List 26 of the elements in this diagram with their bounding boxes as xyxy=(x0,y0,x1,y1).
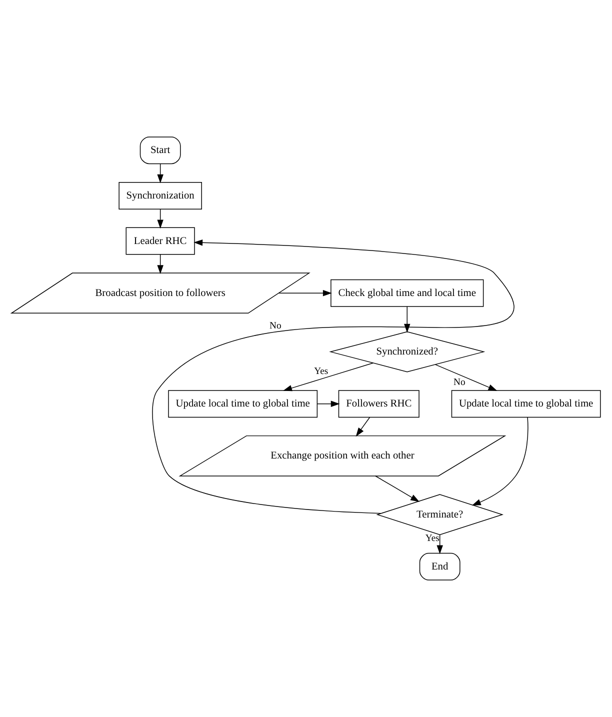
node-box: Start xyxy=(140,136,181,164)
arrow xyxy=(356,416,370,437)
node-box: Update local time to global time xyxy=(168,390,318,418)
node-diamond: Synchronized? xyxy=(329,331,486,372)
arrow xyxy=(434,364,498,391)
arrow xyxy=(157,208,164,229)
arrow xyxy=(472,416,528,506)
edge-label: Yes xyxy=(425,533,440,544)
node-box: Followers RHC xyxy=(338,390,420,418)
node-box: End xyxy=(419,552,460,580)
arrow xyxy=(404,306,410,333)
arrow xyxy=(375,476,420,502)
edge-label: Yes xyxy=(314,366,328,378)
node-box: Synchronization xyxy=(118,182,202,210)
arrow xyxy=(157,254,164,274)
node-box: Update local time to global time xyxy=(451,390,601,418)
arrow xyxy=(283,362,374,392)
node-box: Leader RHC xyxy=(126,227,195,255)
arrow xyxy=(316,400,340,407)
node-box: Check global time and local time xyxy=(330,279,484,307)
arrow xyxy=(152,240,513,514)
arrow xyxy=(157,163,164,184)
edge-label: No xyxy=(270,320,282,332)
edge-label: No xyxy=(454,377,466,388)
arrow xyxy=(436,534,443,554)
arrow xyxy=(278,290,332,296)
